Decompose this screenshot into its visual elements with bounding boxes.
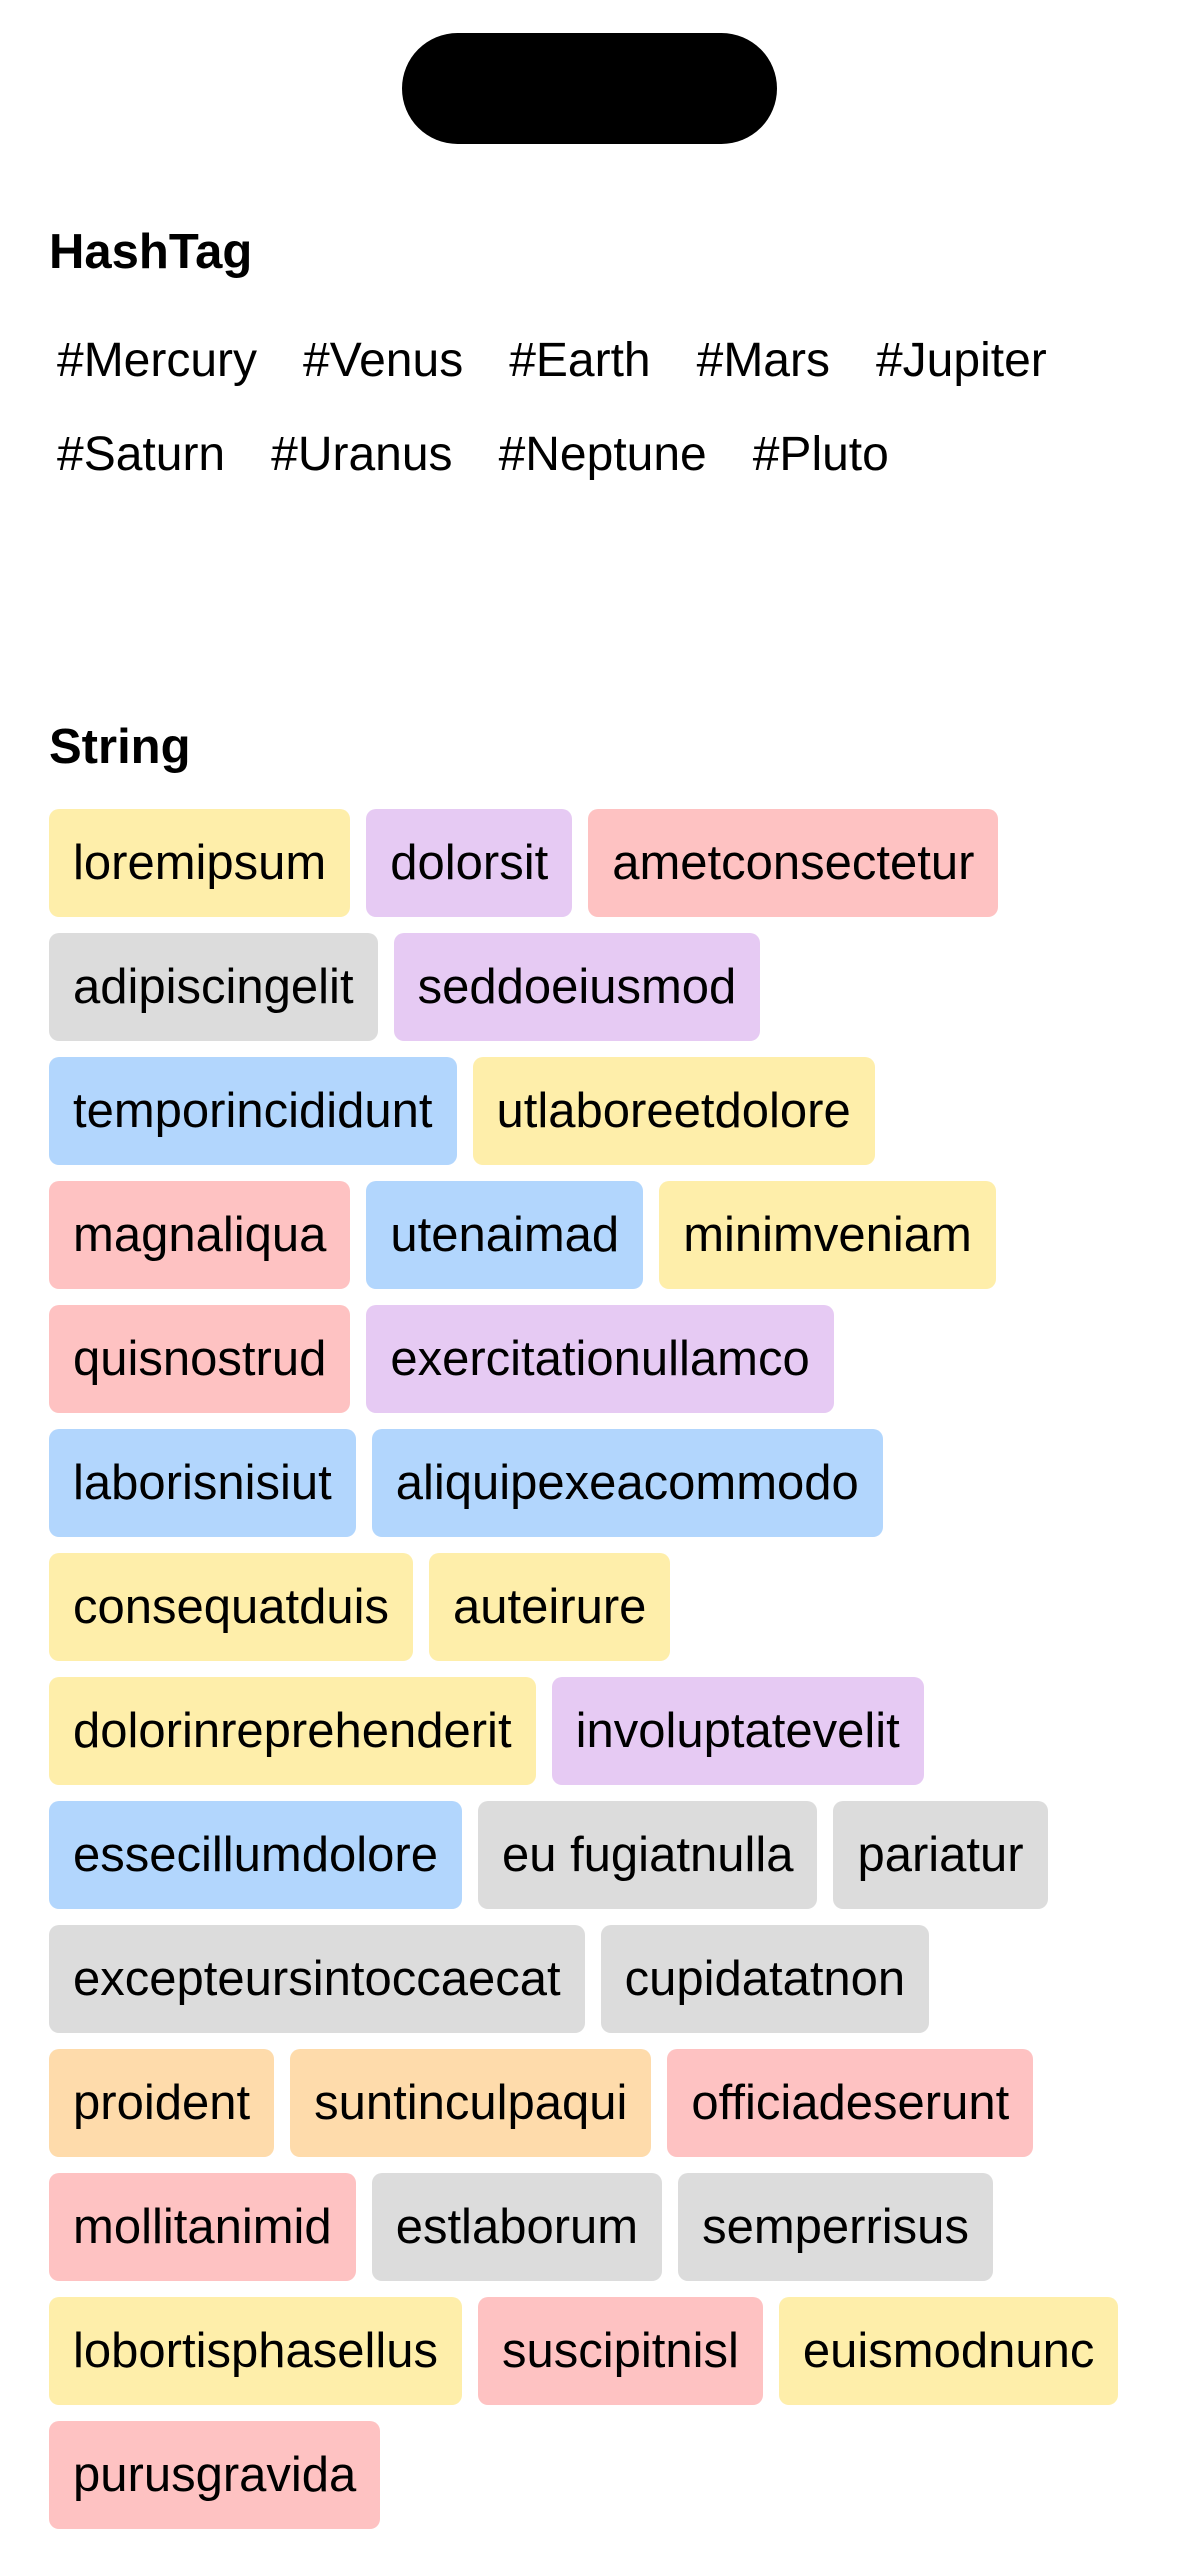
hashtag-item[interactable]: #Mercury <box>57 334 258 387</box>
string-chip[interactable]: suscipitnisl <box>478 2297 763 2405</box>
string-chip[interactable]: quisnostrud <box>49 1305 351 1413</box>
string-chip[interactable]: cupidatatnon <box>600 1925 930 2033</box>
string-chip[interactable]: ametconsectetur <box>588 809 999 917</box>
string-chip[interactable]: laborisnisiut <box>49 1429 356 1537</box>
string-chip[interactable]: semperrisus <box>678 2173 993 2281</box>
string-chip[interactable]: eu fugiatnulla <box>477 1801 818 1909</box>
hashtag-item[interactable]: #Venus <box>303 334 464 387</box>
string-chip[interactable]: dolorsit <box>366 809 573 917</box>
hashtag-item[interactable]: #Jupiter <box>875 334 1047 387</box>
string-chip[interactable]: adipiscingelit <box>49 933 378 1041</box>
string-chip[interactable]: temporincididunt <box>49 1057 457 1165</box>
string-chip[interactable]: purusgravida <box>49 2421 381 2529</box>
string-chip[interactable]: lobortisphasellus <box>49 2297 462 2405</box>
string-chip[interactable]: magnaliqua <box>49 1181 351 1289</box>
string-chip[interactable]: loremipsum <box>49 809 351 917</box>
string-chip[interactable]: aliquipexeacommodo <box>371 1429 883 1537</box>
string-chip[interactable]: exercitationullamco <box>366 1305 834 1413</box>
string-chip[interactable]: proident <box>49 2049 275 2157</box>
string-chip[interactable]: officiadeserunt <box>667 2049 1034 2157</box>
string-chip[interactable]: utlaboreetdolore <box>472 1057 875 1165</box>
string-chip[interactable]: utenaimad <box>366 1181 644 1289</box>
hashtag-item[interactable]: #Mars <box>696 334 830 387</box>
string-chip[interactable]: consequatduis <box>49 1553 414 1661</box>
hashtag-section-title: HashTag <box>49 225 253 279</box>
string-chip[interactable]: minimveniam <box>659 1181 996 1289</box>
string-chip-list: loremipsum dolorsit ametconsectetur adip… <box>49 809 1149 2529</box>
string-chip[interactable]: pariatur <box>833 1801 1048 1909</box>
string-section-title: String <box>49 720 191 774</box>
string-chip[interactable]: estlaborum <box>371 2173 663 2281</box>
hashtag-item[interactable]: #Uranus <box>271 428 453 481</box>
string-chip[interactable]: involuptatevelit <box>551 1677 924 1785</box>
hashtag-item[interactable]: #Neptune <box>498 428 707 481</box>
string-chip[interactable]: euismodnunc <box>778 2297 1119 2405</box>
hashtag-item[interactable]: #Earth <box>509 334 651 387</box>
string-chip[interactable]: excepteursintoccaecat <box>49 1925 585 2033</box>
hashtag-list: #Mercury #Venus #Earth #Mars #Jupiter #S… <box>49 314 1149 502</box>
string-chip[interactable]: auteirure <box>429 1553 671 1661</box>
string-chip[interactable]: seddoeiusmod <box>393 933 761 1041</box>
string-chip[interactable]: mollitanimid <box>49 2173 356 2281</box>
hashtag-item[interactable]: #Saturn <box>57 428 226 481</box>
string-chip[interactable]: essecillumdolore <box>49 1801 462 1909</box>
hashtag-item[interactable]: #Pluto <box>752 428 889 481</box>
string-chip[interactable]: suntinculpaqui <box>290 2049 652 2157</box>
string-chip[interactable]: dolorinreprehenderit <box>49 1677 536 1785</box>
dynamic-island <box>402 33 777 144</box>
